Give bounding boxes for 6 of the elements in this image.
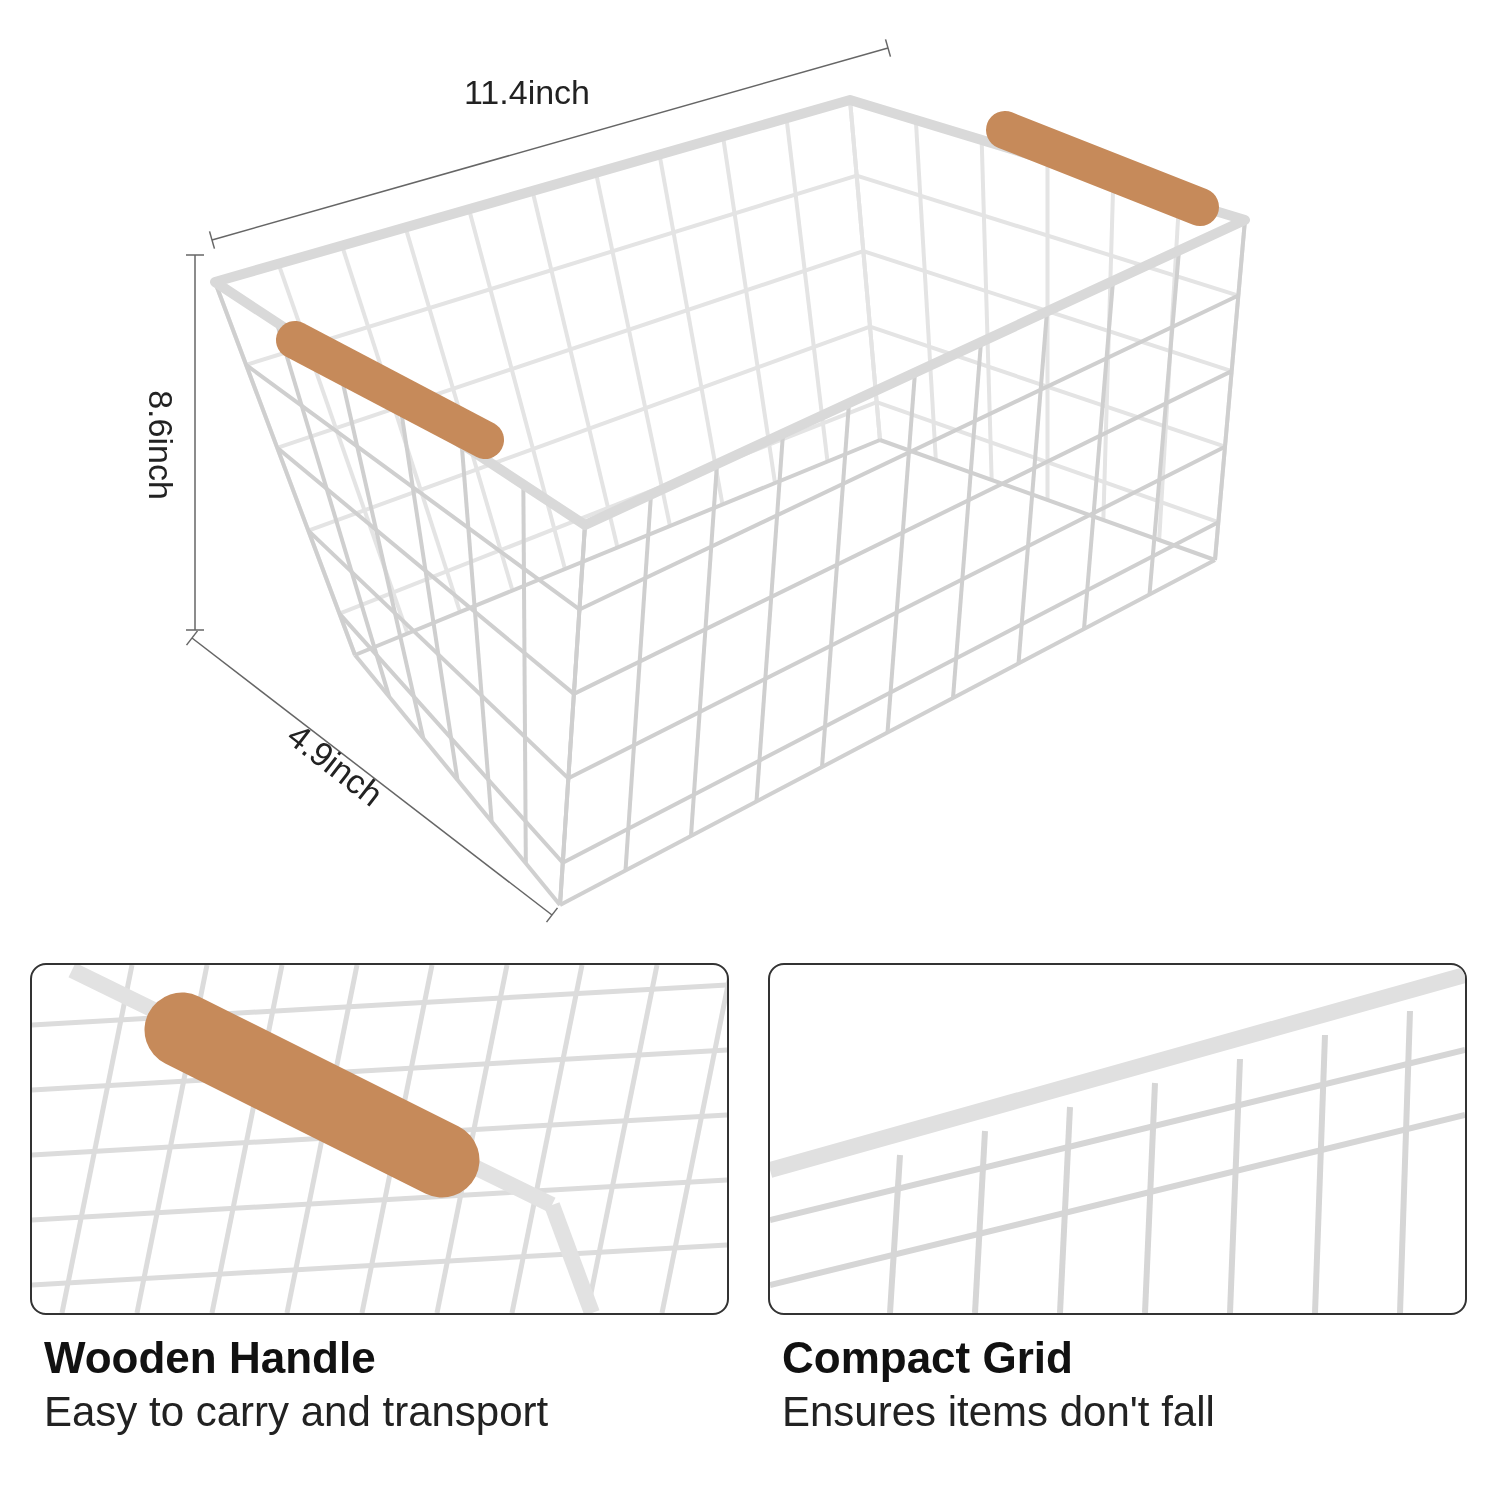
dimension-label: 11.4inch <box>464 72 590 112</box>
feature-heading: Wooden Handle <box>44 1333 376 1383</box>
feature-heading: Compact Grid <box>782 1333 1073 1383</box>
feature-description: Easy to carry and transport <box>44 1388 549 1436</box>
dimension-label: 8.6inch <box>140 390 180 500</box>
feature-description: Ensures items don't fall <box>782 1388 1215 1436</box>
